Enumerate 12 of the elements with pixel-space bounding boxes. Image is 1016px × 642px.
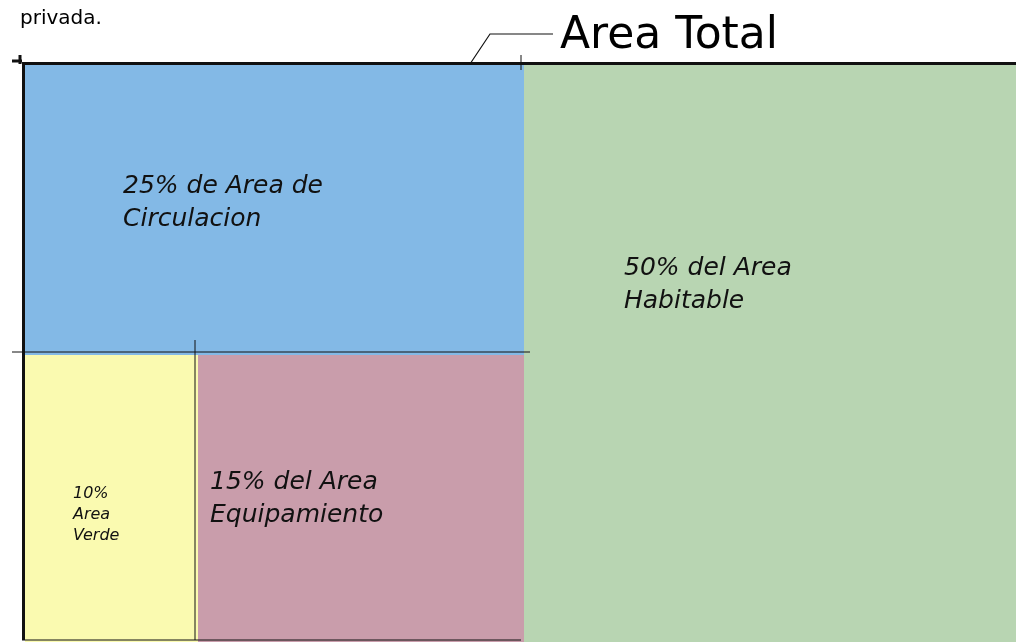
area-label: 50% del Area Habitable (624, 251, 793, 316)
total-area-box (22, 62, 1016, 640)
leader-line (469, 33, 554, 65)
area-block (25, 355, 198, 642)
area-block (198, 355, 524, 642)
area-title: Area Total (560, 8, 890, 58)
area-block (524, 65, 1016, 642)
area-label: 15% del Area Equipamiento (210, 465, 385, 530)
area-label: 10% Area Verde (73, 483, 121, 546)
note-text: privada. (20, 5, 102, 29)
area-block (25, 65, 524, 355)
area-label: 25% de Area de Circulacion (123, 169, 324, 234)
